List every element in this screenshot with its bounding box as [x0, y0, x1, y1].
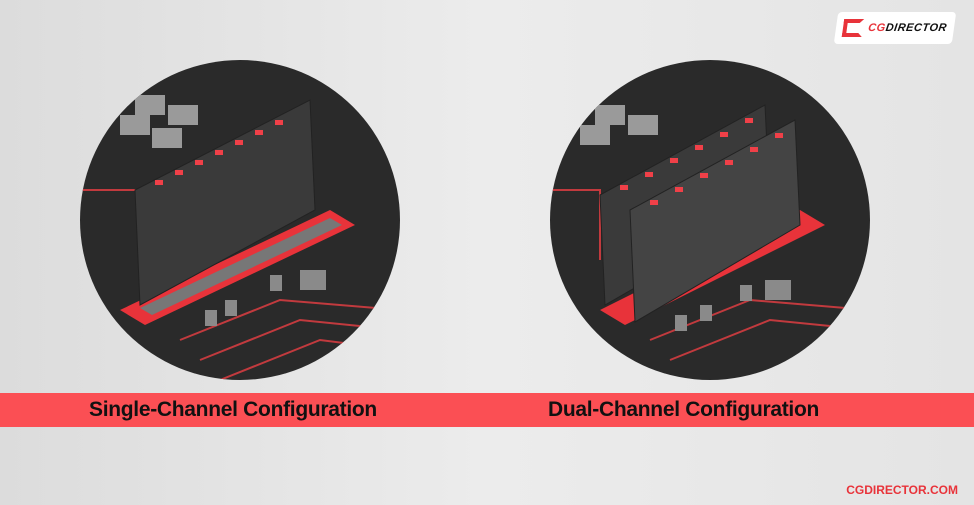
- dual-channel-illustration: [550, 60, 870, 380]
- logo-accent: CG: [867, 22, 887, 34]
- logo-mark-icon: [841, 19, 865, 37]
- dual-channel-label: Dual-Channel Configuration: [548, 398, 820, 421]
- logo-rest: DIRECTOR: [884, 22, 948, 34]
- single-channel-illustration: [80, 60, 400, 380]
- cgdirector-logo: CGDIRECTOR: [833, 12, 957, 44]
- caption-banner: Single-Channel Configuration Dual-Channe…: [0, 393, 974, 427]
- footer-url: CGDIRECTOR.COM: [846, 483, 958, 497]
- single-channel-label: Single-Channel Configuration: [89, 398, 377, 421]
